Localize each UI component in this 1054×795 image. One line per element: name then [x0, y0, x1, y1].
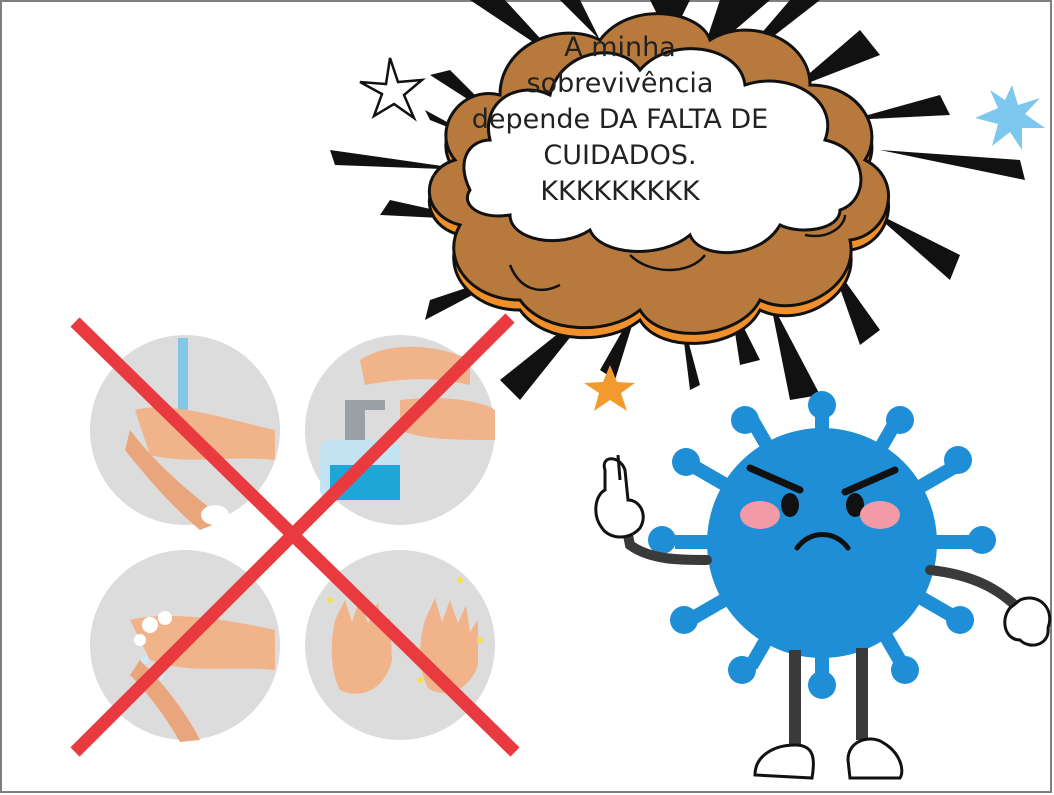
bubble-line-2: sobrevivência — [526, 68, 714, 99]
blue-star-icon — [975, 85, 1045, 150]
bubble-line-1: A minha — [564, 32, 676, 63]
bubble-line-4: CUIDADOS. — [543, 140, 697, 171]
bubble-line-5: KKKKKKKKK — [540, 176, 700, 207]
orange-star-icon — [584, 365, 635, 411]
outline-star-icon — [359, 57, 426, 122]
angry-virus-icon — [594, 391, 1052, 780]
speech-bubble-text: A minha sobrevivência depende DA FALTA D… — [470, 30, 770, 210]
red-x-icon — [70, 313, 520, 757]
thought-cloud-icon — [427, 12, 891, 345]
bubble-line-3: depende DA FALTA DE — [471, 104, 769, 135]
